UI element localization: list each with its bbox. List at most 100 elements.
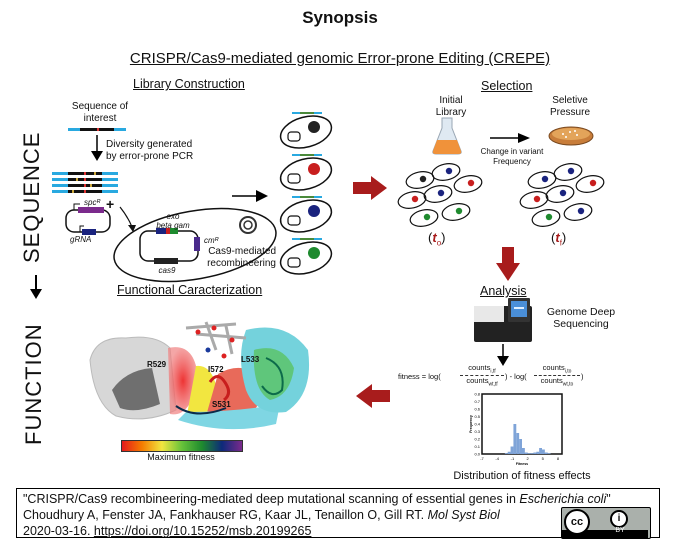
plasmid xyxy=(287,257,301,268)
red-arrow-right-icon xyxy=(353,176,387,200)
histogram-bar xyxy=(536,451,540,454)
variant-dna-insert xyxy=(300,154,314,156)
doi-link[interactable]: https://doi.org/10.15252/msb.20199265 xyxy=(93,524,312,538)
cell-variant-dot xyxy=(567,167,575,175)
formula-num1-sub: i,tf xyxy=(490,368,496,375)
formula-lhs: fitness = log( xyxy=(398,372,441,381)
y-tick-label: 0.3 xyxy=(474,429,480,434)
cell-outline xyxy=(279,241,333,275)
cell-variant-dot xyxy=(541,175,549,183)
gene-cas9-label: cas9 xyxy=(158,266,176,275)
formula-den1-sub: wt,tf xyxy=(488,381,498,388)
histogram-bar xyxy=(504,453,508,454)
formula-end: ) xyxy=(581,372,584,381)
colorbar-label: Maximum fitness xyxy=(147,452,215,462)
cell-outline xyxy=(279,157,333,191)
chromosome xyxy=(308,247,320,259)
formula-den2-sub: wt,to xyxy=(562,381,574,388)
population-cell xyxy=(453,175,483,193)
x-tick-label: 2 xyxy=(526,456,529,461)
population-cell xyxy=(397,191,427,209)
x-tick-label: 8 xyxy=(557,456,560,461)
y-tick-label: 0.0 xyxy=(474,452,480,457)
cell-outline xyxy=(279,199,333,233)
cell-variant-dot xyxy=(411,195,419,203)
cell-variant-dot xyxy=(419,175,427,183)
y-tick-label: 0.8 xyxy=(474,392,480,397)
formula-num1-text: counts xyxy=(468,363,491,372)
recombineering-cell-icon xyxy=(113,206,277,283)
histogram-bar xyxy=(516,433,520,454)
histogram-bar xyxy=(519,439,522,454)
chromosome xyxy=(308,205,320,217)
histogram-bar xyxy=(539,448,542,454)
cell-outline xyxy=(409,209,439,227)
cell-variant-dot xyxy=(559,189,567,197)
y-axis-label: Frequency xyxy=(469,415,473,433)
cc-badge-strip xyxy=(562,530,648,538)
variant-dna-insert xyxy=(300,196,314,198)
residue-label-l533: L533 xyxy=(241,355,260,364)
t0-subscript: o xyxy=(436,238,442,248)
tf-subscript: f xyxy=(559,238,562,248)
population-cell xyxy=(575,175,605,193)
variant-dna-insert xyxy=(300,112,314,114)
cell-outline xyxy=(563,203,593,221)
cell-variant-dot xyxy=(533,195,541,203)
histogram-bar xyxy=(513,424,517,454)
petri-dish-icon xyxy=(548,126,594,146)
cc-icon: cc xyxy=(564,509,590,535)
x-tick-label: -7 xyxy=(480,456,484,461)
selection-heading: Selection xyxy=(481,79,533,93)
right-arrow-icon xyxy=(232,190,268,202)
change-arrow-icon xyxy=(490,133,530,143)
y-tick-label: 0.5 xyxy=(474,414,480,419)
citation-journal: Mol Syst Biol xyxy=(427,508,500,522)
formula-num2: countsi,to xyxy=(534,363,580,376)
plasmid xyxy=(287,173,301,184)
cell-variant-dot xyxy=(589,179,597,187)
red-arrow-down-icon xyxy=(496,247,520,281)
library-construction-heading: Library Construction xyxy=(133,77,245,91)
flask-icon xyxy=(432,117,462,155)
fitness-formula: fitness = log( countsi,tf countswt,tf ) … xyxy=(398,363,628,391)
plus-sign: + xyxy=(106,196,115,212)
initial-library-label: Initial Library xyxy=(435,95,467,118)
formula-den2: countswt,to xyxy=(534,376,580,388)
initial-population-cells xyxy=(397,163,483,227)
population-cell xyxy=(423,185,453,203)
y-tick-label: 0.6 xyxy=(474,407,480,412)
y-tick-label: 0.2 xyxy=(474,437,480,442)
variant-cell xyxy=(279,154,333,191)
protein-structure-image xyxy=(89,321,310,430)
dna-sequence-icon xyxy=(68,128,126,131)
final-population-cells xyxy=(519,163,605,227)
gene-exo-label: exo xyxy=(166,212,180,221)
by-label: BY xyxy=(615,527,625,534)
diversity-label: Diversity generated by error-prone PCR xyxy=(106,139,194,162)
residue-label-r529: R529 xyxy=(147,360,167,369)
variant-cell xyxy=(279,112,333,149)
x-tick-label: -1 xyxy=(511,456,515,461)
grna-plasmid-icon xyxy=(65,203,111,235)
sequencer-icon xyxy=(474,298,532,342)
cell-outline xyxy=(575,175,605,193)
variant-cell xyxy=(279,196,333,233)
y-tick-label: 0.7 xyxy=(474,399,480,404)
cell-variant-dot xyxy=(467,179,475,187)
citation-title-end: " xyxy=(606,492,611,506)
cc-by-license-badge[interactable]: cc i BY xyxy=(561,507,651,539)
histogram-bar xyxy=(547,453,551,454)
histogram-bar xyxy=(544,452,548,454)
recombineering-label: Cas9-mediated recombineering xyxy=(207,246,276,269)
cell-outline xyxy=(279,115,333,149)
citation-authors-line: Choudhury A, Fenster JA, Fankhauser RG, … xyxy=(23,507,653,523)
spc-marker-label: spcᴿ xyxy=(84,198,101,207)
x-axis-label: Fitness xyxy=(516,462,528,466)
plasmid xyxy=(287,131,301,142)
histogram-bar xyxy=(542,449,545,454)
cell-outline xyxy=(441,203,471,221)
y-tick-label: 0.1 xyxy=(474,444,480,449)
plasmid xyxy=(287,215,301,226)
population-cell xyxy=(431,163,461,181)
